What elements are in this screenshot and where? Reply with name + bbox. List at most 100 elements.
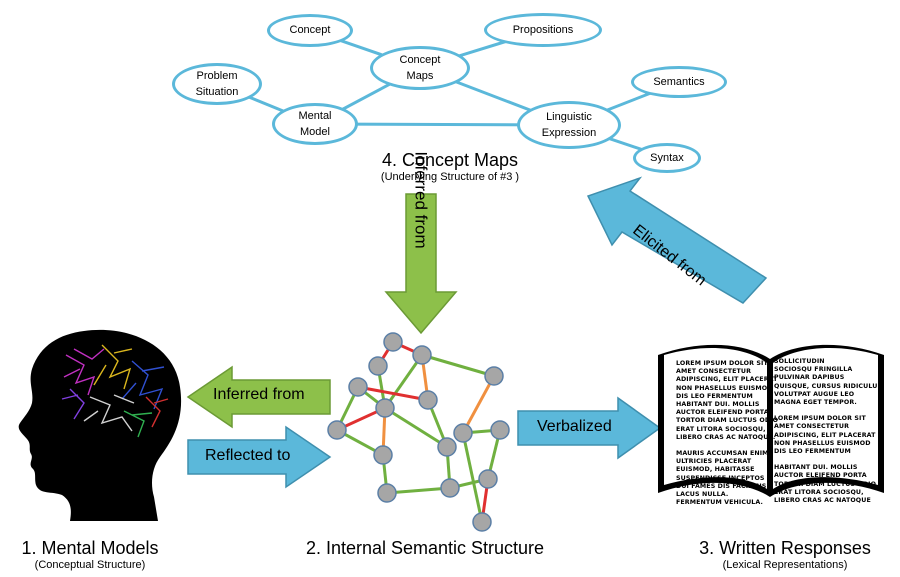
- concept-maps-title: 4. Concept Maps: [381, 150, 519, 170]
- net-node: [484, 366, 504, 386]
- net-edge: [421, 353, 495, 378]
- net-edge: [383, 354, 424, 409]
- net-node: [377, 483, 397, 503]
- book-text-line: SUSPENDISSE INCEPTOS: [676, 474, 765, 482]
- node-syntax-label: Syntax: [650, 151, 684, 164]
- book-text-line: SOCIOSQU FRINGILLA: [774, 366, 853, 374]
- mental-models-title: 1. Mental Models: [21, 538, 159, 558]
- book-text-line: AUCTOR ELEIFEND PORTA: [676, 409, 769, 417]
- book-text-line: LOREM IPSUM DOLOR SIT: [676, 360, 768, 367]
- arrow-right-reflected-label: Reflected to: [205, 447, 291, 464]
- node-linguistic-expression: Linguistic Expression: [517, 101, 621, 149]
- node-concept-label: Concept: [289, 24, 331, 37]
- net-node: [368, 356, 388, 376]
- book-text-line: PULVINAR DAPIBUS: [774, 374, 845, 382]
- book-text-line: TORTOR DIAM LUCTUS ODIO: [774, 480, 877, 488]
- net-edge: [357, 385, 429, 402]
- net-node: [437, 437, 457, 457]
- book-text-line: ERAT LITORA SOCIOSQU,: [774, 488, 864, 496]
- book-text-line: ERAT LITORA SOCIOSQU,: [676, 425, 766, 433]
- book-text-line: SOLLICITUDIN: [774, 358, 825, 365]
- arrow-right-verbalized: [517, 396, 662, 460]
- node-mental-model-label-2: Model: [300, 126, 330, 138]
- written-responses-caption: 3. Written Responses (Lexical Representa…: [680, 538, 890, 571]
- semantic-structure-title: 2. Internal Semantic Structure: [305, 538, 545, 558]
- head-silhouette-icon: [18, 329, 182, 521]
- net-edge: [386, 486, 451, 495]
- book-text-line: NON PHASELLUS EUISMOD: [774, 439, 871, 447]
- book-text-line: AUCTOR ELEIFEND PORTA: [774, 472, 867, 480]
- node-problem-situation-label-2: Situation: [195, 86, 239, 98]
- book-text-line: NON PHASELLUS EUISMOD: [676, 384, 773, 392]
- net-node: [327, 420, 347, 440]
- net-node: [453, 423, 473, 443]
- node-linguistic-expression-label-2: Expression: [541, 127, 597, 139]
- book-text-line: AMET CONSECTETUR: [676, 368, 752, 376]
- net-node: [440, 478, 460, 498]
- node-syntax: Syntax: [633, 143, 701, 173]
- net-edge: [461, 432, 484, 523]
- net-node: [478, 469, 498, 489]
- node-problem-situation-label-1: Problem: [196, 69, 238, 82]
- book-text-line: [774, 407, 882, 415]
- arrow-down-inferred: [384, 193, 458, 335]
- book-text-line: MAGNA EGET TEMPOR.: [774, 399, 857, 407]
- book-text-line: [676, 442, 778, 450]
- node-mental-model: Mental Model: [272, 103, 358, 145]
- node-propositions: Propositions: [484, 13, 602, 47]
- net-edge: [461, 375, 496, 434]
- book-text-line: AMET CONSECTETUR: [774, 423, 850, 431]
- book-text-line: MAURIS ACCUMSAN ENIM: [676, 450, 769, 458]
- book-icon: [658, 344, 884, 497]
- semantic-structure-caption: 2. Internal Semantic Structure: [275, 538, 575, 559]
- concept-maps-caption: 4. Concept Maps (Underlying Structure of…: [330, 150, 570, 183]
- arrow-diagonal-elicited: [586, 176, 768, 304]
- node-concept-maps-label-1: Concept: [399, 53, 441, 66]
- net-node: [412, 345, 432, 365]
- node-mental-model-label-1: Mental: [298, 109, 332, 122]
- book-text-line: EUISMOD, HABITASSE: [676, 466, 755, 474]
- concept-maps-subtitle: (Underlying Structure of #3 ): [380, 171, 520, 183]
- book-text-line: ULTRICIES PLACERAT: [676, 458, 752, 466]
- node-semantics-label: Semantics: [653, 75, 705, 88]
- written-responses-subtitle: (Lexical Representations): [722, 559, 848, 571]
- book-text-line: TORTOR DIAM LUCTUS ODIO: [676, 417, 779, 425]
- book-text-line: LACUS NULLA.: [676, 491, 729, 499]
- node-concept: Concept: [267, 14, 353, 47]
- net-node: [418, 390, 438, 410]
- book-text-line: FERMENTUM VEHICULA.: [676, 499, 763, 507]
- written-responses-title: 3. Written Responses: [699, 538, 871, 558]
- net-node: [383, 332, 403, 352]
- node-semantics: Semantics: [631, 66, 727, 98]
- net-edge: [384, 406, 448, 449]
- arrow-right-reflected: [187, 425, 332, 489]
- book-text-line: QUISQUE, CURSUS RIDICULUS: [774, 382, 883, 390]
- node-concept-maps: Concept Maps: [370, 46, 470, 90]
- book-text-line: HABITANT DUI. MOLLIS: [676, 401, 760, 409]
- node-propositions-label: Propositions: [512, 23, 574, 36]
- book-text-line: ADIPISCING, ELIT PLACERAT: [774, 431, 876, 439]
- net-node: [348, 377, 368, 397]
- arrow-left-inferred: [186, 365, 331, 429]
- book-text-line: DIS LEO FERMENTUM: [676, 392, 753, 400]
- node-linguistic-expression-label-1: Linguistic: [546, 110, 592, 123]
- mental-models-caption: 1. Mental Models (Conceptual Structure): [0, 538, 180, 571]
- book-text-line: ADIPISCING, ELIT PLACERAT: [676, 376, 778, 384]
- book-text-line: LIBERO CRAS AC NATOQUE: [774, 497, 871, 505]
- net-node: [490, 420, 510, 440]
- net-node: [375, 398, 395, 418]
- node-concept-maps-label-2: Maps: [406, 70, 434, 82]
- book-text-line: HABITANT DUI. MOLLIS: [774, 464, 858, 472]
- node-problem-situation: Problem Situation: [172, 63, 262, 105]
- book-text-line: DUI FAMES DIS FACILISIS: [676, 482, 767, 490]
- arrow-right-verbalized-label: Verbalized: [537, 418, 612, 435]
- book-text-line: DIS LEO FERMENTUM: [774, 448, 851, 456]
- net-node: [373, 445, 393, 465]
- book-text-line: LIBERO CRAS AC NATOQUE.: [676, 433, 776, 441]
- book-text-line: [774, 456, 882, 464]
